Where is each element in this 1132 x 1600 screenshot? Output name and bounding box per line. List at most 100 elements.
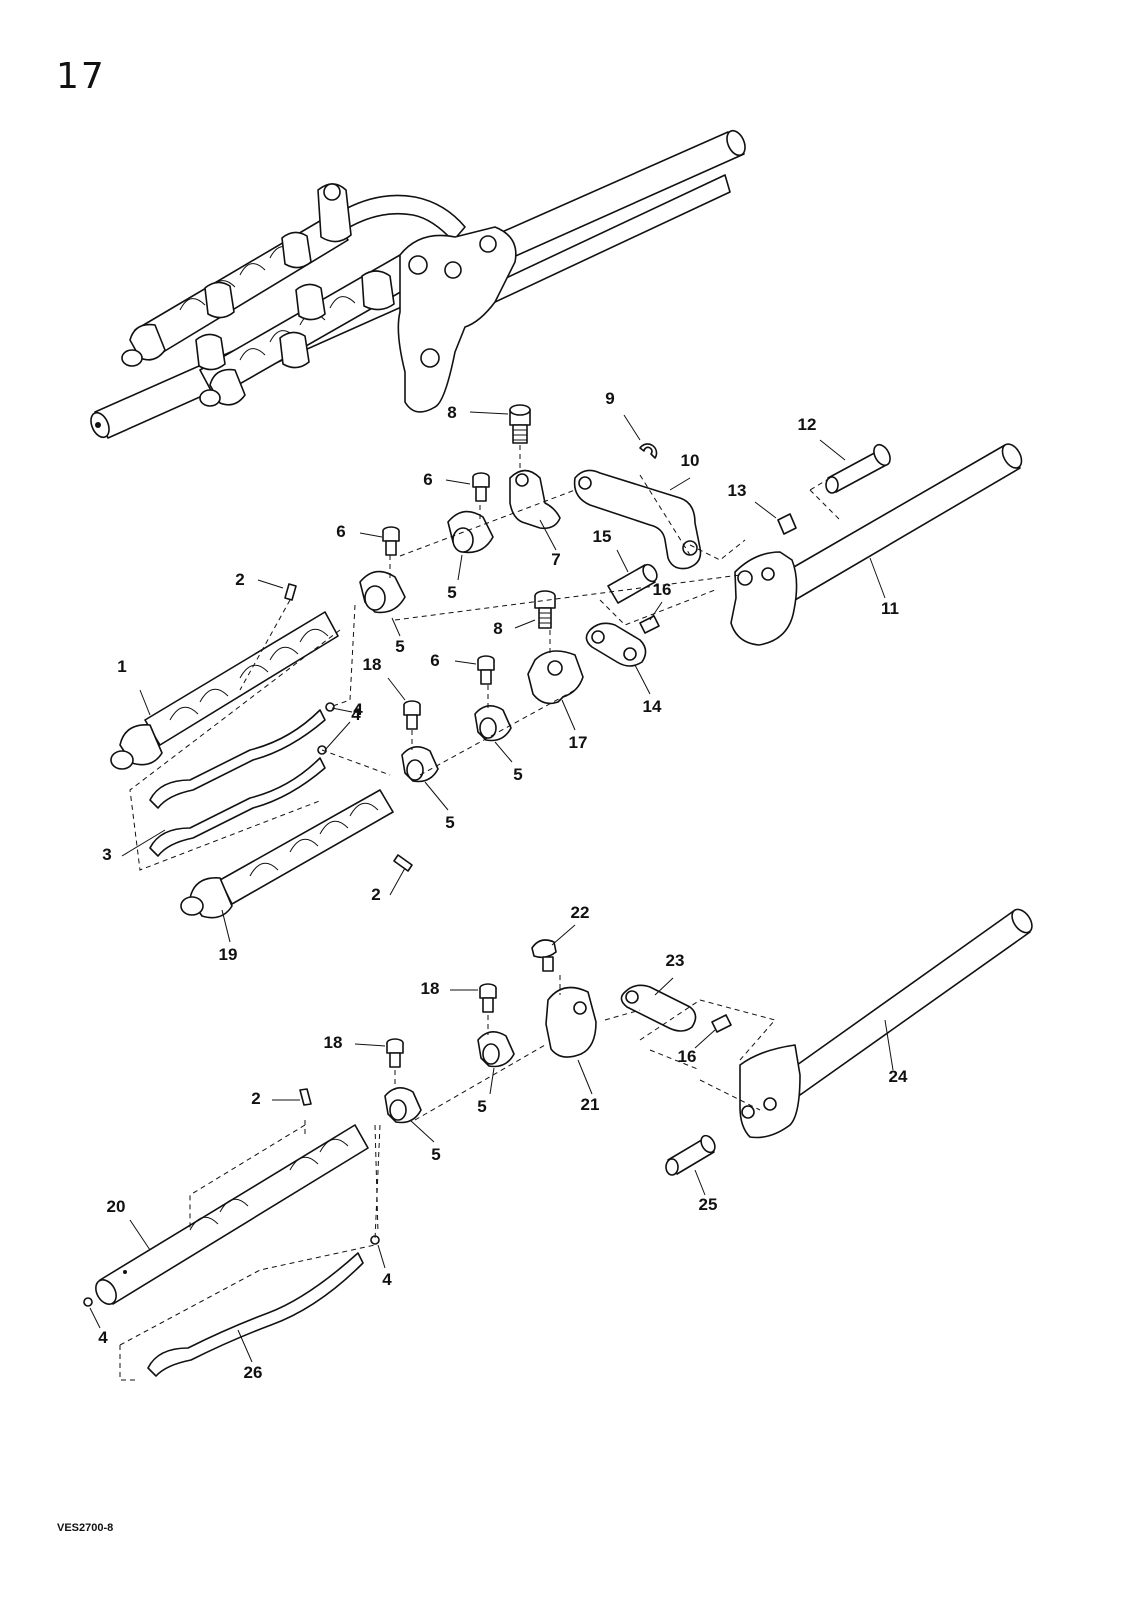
part-2-pin-a — [284, 583, 297, 601]
callout-5: 5 — [395, 637, 404, 656]
callout-leader-26 — [237, 1329, 253, 1363]
callout-18: 18 — [421, 979, 440, 998]
callout-leader-8 — [469, 411, 509, 415]
part-6-screws — [382, 472, 495, 685]
part-17-block — [527, 650, 584, 705]
callout-4: 4 — [353, 700, 363, 719]
callout-16: 16 — [653, 580, 672, 599]
callout-leader-7 — [539, 519, 557, 551]
callout-2: 2 — [235, 570, 244, 589]
callout-leader-12 — [819, 439, 846, 461]
part-24-shaft — [789, 909, 1031, 1096]
callout-5: 5 — [447, 583, 456, 602]
callout-18: 18 — [324, 1033, 343, 1052]
part-2-pin-c — [299, 1088, 312, 1106]
callout-leader-15 — [616, 549, 629, 573]
callout-5: 5 — [477, 1097, 486, 1116]
callout-20: 20 — [107, 1197, 126, 1216]
callout-leader-10 — [669, 477, 691, 491]
callout-leader-2 — [389, 867, 406, 896]
callout-4: 4 — [351, 705, 361, 724]
part-2-pin-b — [393, 854, 413, 872]
callout-leader-13 — [754, 501, 777, 519]
part-3-spring-a — [149, 709, 326, 809]
callout-leader-4 — [377, 1244, 386, 1269]
callout-leader-11 — [869, 557, 886, 599]
part-4-ball-c — [83, 1297, 93, 1307]
callout-leader-9 — [623, 414, 641, 441]
callout-5: 5 — [445, 813, 454, 832]
callout-26: 26 — [244, 1363, 263, 1382]
callout-12: 12 — [798, 415, 817, 434]
callout-leader-6 — [359, 532, 383, 538]
callout-3: 3 — [102, 845, 111, 864]
callout-2: 2 — [371, 885, 380, 904]
callout-leader-2 — [257, 579, 284, 589]
callout-2: 2 — [251, 1089, 260, 1108]
part-11-shaft — [779, 444, 1021, 601]
callout-4: 4 — [382, 1270, 392, 1289]
callout-leader-5 — [489, 1067, 495, 1095]
callout-leader-8 — [514, 619, 536, 629]
callout-leader-23 — [654, 977, 674, 996]
callout-8: 8 — [447, 403, 456, 422]
callout-14: 14 — [643, 697, 662, 716]
callout-24: 24 — [889, 1067, 908, 1086]
part-10-link-arm — [573, 469, 702, 570]
part-14-link — [585, 622, 647, 667]
callout-leader-19 — [221, 909, 231, 943]
callout-11: 11 — [881, 599, 899, 618]
callout-22: 22 — [571, 903, 590, 922]
page-number: 17 — [56, 56, 106, 97]
part-16-screw-a — [639, 615, 660, 634]
part-9-ering — [639, 443, 658, 459]
callout-leader-22 — [551, 924, 576, 946]
callout-leader-5 — [409, 1119, 435, 1143]
callout-leader-18 — [387, 677, 406, 701]
callout-23: 23 — [666, 951, 685, 970]
part-4-ball-a — [325, 702, 335, 712]
part-24-housing — [739, 1044, 801, 1139]
callout-6: 6 — [430, 651, 439, 670]
callout-5: 5 — [513, 765, 522, 784]
callout-leader-4 — [324, 721, 351, 751]
middle-exploded-group — [110, 404, 1023, 919]
callout-19: 19 — [219, 945, 238, 964]
callout-leader-6 — [445, 479, 471, 485]
part-16-screw-b — [711, 1014, 732, 1033]
callout-13: 13 — [728, 481, 747, 500]
document-code: VES2700-8 — [57, 1522, 114, 1534]
part-23-link — [620, 984, 697, 1032]
callout-9: 9 — [605, 389, 614, 408]
callout-leader-24 — [884, 1019, 894, 1071]
callout-6: 6 — [336, 522, 345, 541]
assembled-unit — [90, 129, 746, 439]
callout-leader-25 — [694, 1169, 706, 1196]
callout-16: 16 — [678, 1047, 697, 1066]
part-13-setscrew — [777, 513, 797, 535]
callout-18: 18 — [363, 655, 382, 674]
part-11-housing — [730, 551, 798, 646]
callout-leader-4 — [89, 1307, 101, 1329]
callout-5: 5 — [431, 1145, 440, 1164]
callout-leader-4 — [331, 707, 353, 713]
part-22-screw — [531, 939, 557, 959]
callout-numbers: 1222344445555556667889101112131415161617… — [98, 389, 908, 1382]
callout-leader-21 — [577, 1059, 593, 1095]
callout-15: 15 — [593, 527, 612, 546]
part-5-collars — [359, 510, 512, 783]
callout-7: 7 — [551, 550, 560, 569]
callout-8: 8 — [493, 619, 502, 638]
callout-leader-3 — [121, 829, 166, 857]
callout-17: 17 — [569, 733, 588, 752]
callout-leader-16 — [694, 1029, 716, 1049]
callout-leader-1 — [139, 689, 151, 716]
callout-leader-17 — [561, 699, 576, 731]
callout-leader-20 — [129, 1219, 151, 1251]
callout-1: 1 — [117, 657, 126, 676]
part-21-block — [545, 986, 597, 1058]
callout-leader-5 — [494, 741, 513, 763]
callout-leader-16 — [649, 601, 663, 621]
callout-leader-5 — [391, 617, 401, 637]
